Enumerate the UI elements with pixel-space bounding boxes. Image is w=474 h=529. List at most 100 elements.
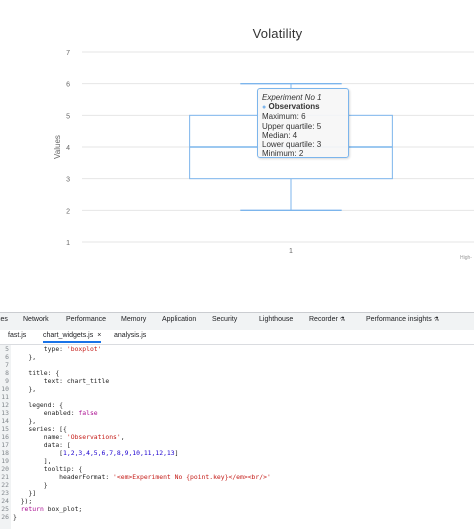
- tab-sources[interactable]: ces: [0, 316, 8, 323]
- line-number[interactable]: 22: [1, 481, 9, 489]
- line-number-gutter: [0, 345, 11, 529]
- code-token: text: chart_title: [13, 377, 110, 385]
- code-text: }]: [13, 489, 36, 497]
- y-tick-label: 1: [66, 240, 70, 247]
- code-token: tooltip: {: [13, 465, 83, 473]
- line-number[interactable]: 8: [5, 369, 9, 377]
- code-token: headerFormat:: [13, 473, 114, 481]
- line-number[interactable]: 14: [1, 417, 9, 425]
- line-number[interactable]: 13: [1, 409, 9, 417]
- tab-performance-insights[interactable]: Performance insights⚗: [366, 316, 440, 323]
- code-text: title: {: [13, 369, 59, 377]
- code-token: type:: [13, 345, 67, 353]
- close-icon[interactable]: ×: [97, 332, 102, 339]
- code-token: },: [13, 353, 37, 361]
- code-text: tooltip: {: [13, 465, 83, 473]
- tab-recorder[interactable]: Recorder⚗: [309, 316, 346, 323]
- code-token: series: [{: [13, 425, 67, 433]
- code-token: 'boxplot': [66, 345, 102, 353]
- code-text: },: [13, 353, 36, 361]
- code-token: name:: [13, 433, 67, 441]
- line-number[interactable]: 17: [1, 441, 9, 449]
- code-token: title: {: [13, 369, 60, 377]
- line-number[interactable]: 26: [1, 513, 9, 521]
- code-text: text: chart_title: [13, 377, 109, 385]
- y-axis-label: Values: [53, 135, 62, 159]
- code-text: },: [13, 385, 36, 393]
- code-token: },: [13, 417, 37, 425]
- y-tick-label: 7: [66, 50, 70, 57]
- code-token: data: [: [13, 441, 71, 449]
- line-number[interactable]: 12: [1, 401, 9, 409]
- code-token: }]: [13, 489, 37, 497]
- line-number[interactable]: 9: [5, 377, 9, 385]
- line-number[interactable]: 10: [1, 385, 9, 393]
- y-tick-label: 4: [66, 145, 70, 152]
- line-number[interactable]: 15: [1, 425, 9, 433]
- code-text: headerFormat: '<em>Experiment No {point.…: [13, 473, 271, 481]
- code-token: enabled:: [13, 409, 79, 417]
- code-text: enabled: false: [13, 409, 98, 417]
- tab-network[interactable]: Network: [23, 316, 49, 323]
- flask-icon: ⚗: [433, 317, 440, 323]
- y-tick-label: 3: [66, 177, 70, 184]
- series-dot-icon: ●: [262, 104, 267, 112]
- y-tick-label: 6: [66, 82, 70, 89]
- y-tick-label: 2: [66, 208, 70, 215]
- code-token: }: [13, 513, 17, 521]
- devtools-panel: ces Network Performance Memory Applicati…: [0, 312, 474, 529]
- line-number[interactable]: 18: [1, 449, 9, 457]
- code-text: type: 'boxplot': [13, 345, 102, 353]
- flask-icon: ⚗: [339, 317, 346, 323]
- line-number[interactable]: 23: [1, 489, 9, 497]
- line-number[interactable]: 7: [5, 361, 9, 369]
- code-text: series: [{: [13, 425, 67, 433]
- code-token: [: [13, 449, 64, 457]
- tooltip-series-name: Observations: [268, 102, 320, 112]
- code-text: [1,2,3,4,5,6,7,8,9,10,11,12,13]: [13, 449, 178, 457]
- line-number[interactable]: 19: [1, 457, 9, 465]
- tab-application[interactable]: Application: [162, 316, 197, 323]
- code-token: '<em>Experiment No {point.key}</em><br/>…: [113, 473, 271, 481]
- line-number[interactable]: 25: [1, 505, 9, 513]
- code-text: },: [13, 417, 36, 425]
- code-token: legend: {: [13, 401, 64, 409]
- tab-security[interactable]: Security: [212, 316, 238, 323]
- code-text: }: [13, 513, 17, 521]
- line-number[interactable]: 20: [1, 465, 9, 473]
- code-text: });: [13, 497, 33, 505]
- code-token: ,: [120, 433, 125, 441]
- code-token: box_plot;: [43, 505, 83, 513]
- file-tab-chart-widgets-js[interactable]: chart_widgets.js×: [43, 332, 102, 343]
- chart-credits[interactable]: High-: [460, 255, 472, 261]
- line-number[interactable]: 6: [5, 353, 9, 361]
- tooltip-lower-quartile: Lower quartile: 3: [262, 140, 322, 150]
- y-tick-label: 5: [66, 113, 70, 120]
- code-text: return box_plot;: [13, 505, 83, 513]
- file-tab-fast-js[interactable]: fast.js: [8, 332, 27, 339]
- editor-file-tabs: fast.js chart_widgets.js× analysis.js: [0, 330, 474, 345]
- devtools-panel-tabs: ces Network Performance Memory Applicati…: [0, 312, 474, 331]
- tooltip-maximum: Maximum: 6: [262, 112, 306, 122]
- line-number[interactable]: 24: [1, 497, 9, 505]
- tab-performance[interactable]: Performance: [66, 316, 107, 323]
- code-token: return: [20, 505, 44, 513]
- chart-tooltip: Experiment No 1 ● Observations Maximum: …: [257, 88, 349, 158]
- tab-memory[interactable]: Memory: [121, 316, 147, 323]
- line-number[interactable]: 11: [1, 393, 9, 401]
- line-number[interactable]: 5: [5, 345, 9, 353]
- tab-lighthouse[interactable]: Lighthouse: [259, 316, 294, 323]
- file-tab-analysis-js[interactable]: analysis.js: [114, 332, 147, 339]
- line-number[interactable]: 21: [1, 473, 9, 481]
- line-number[interactable]: 16: [1, 433, 9, 441]
- code-text: ],: [13, 457, 52, 465]
- code-token: 'Observations': [66, 433, 121, 441]
- code-text: legend: {: [13, 401, 63, 409]
- code-text: }: [13, 481, 48, 489]
- code-token: ],: [13, 457, 52, 465]
- code-token: });: [13, 497, 33, 505]
- chart-title: Volatility: [252, 26, 303, 41]
